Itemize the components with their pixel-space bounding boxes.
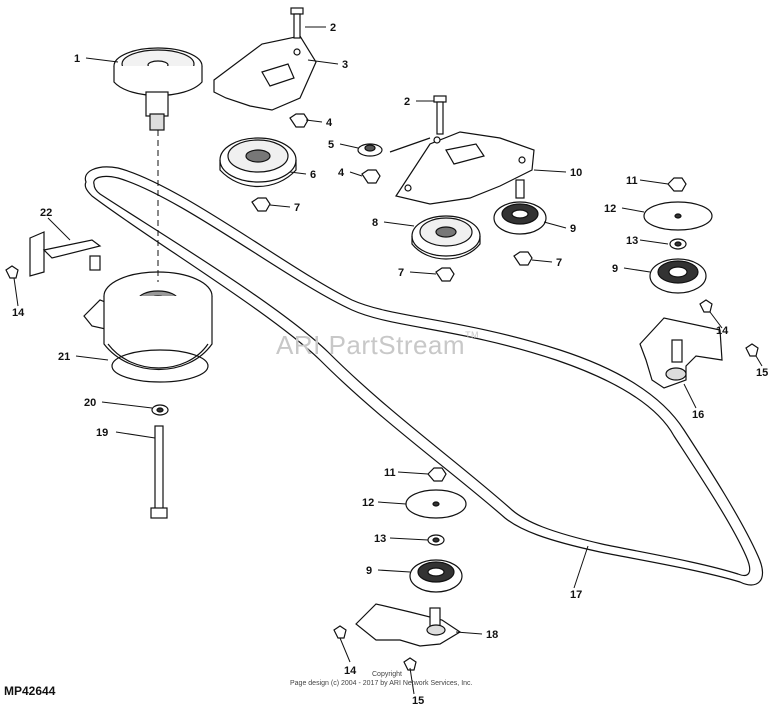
flange-nut-middle[interactable] (435, 267, 455, 282)
callout-2: 2 (404, 96, 410, 108)
pulley-bracket-right[interactable] (639, 317, 723, 389)
washer-left[interactable] (151, 404, 169, 416)
bolt-bottom[interactable] (333, 625, 347, 639)
clutch-bolt[interactable] (150, 425, 168, 519)
callout-18: 18 (486, 629, 498, 641)
belt-guide-washer-bottom[interactable] (405, 489, 467, 519)
callout-9: 9 (570, 223, 576, 235)
pulley-bracket-bottom[interactable] (355, 603, 462, 647)
callout-21: 21 (58, 351, 70, 363)
leader-lines (13, 26, 763, 695)
belt-guide-washer-right[interactable] (643, 201, 713, 231)
diagram-id: MP42644 (4, 684, 56, 698)
bolt-right[interactable] (699, 299, 713, 313)
callout-6: 6 (310, 169, 316, 181)
v-idler-pulley-upper[interactable] (493, 179, 547, 235)
flange-nut-right[interactable] (513, 251, 533, 266)
bolt-middle[interactable] (433, 95, 447, 135)
clutch-bracket[interactable] (29, 231, 102, 277)
callout-14: 14 (12, 307, 25, 319)
callout-15: 15 (412, 695, 424, 707)
bolt-upper[interactable] (290, 7, 304, 39)
copyright-line-1: Copyright (372, 671, 402, 678)
nut-upper[interactable] (289, 113, 309, 128)
callout-7: 7 (294, 202, 300, 214)
callout-16: 16 (692, 409, 704, 421)
callout-3: 3 (342, 59, 348, 71)
callout-17: 17 (570, 589, 582, 601)
callout-7: 7 (398, 267, 404, 279)
callout-8: 8 (372, 217, 378, 229)
callout-13: 13 (626, 235, 638, 247)
callout-5: 5 (328, 139, 334, 151)
electric-clutch[interactable] (83, 271, 213, 383)
flat-idler-pulley[interactable] (219, 137, 297, 188)
spacer-bottom[interactable] (427, 534, 445, 546)
callout-4: 4 (326, 117, 333, 129)
copyright-notice: Copyright Page design (c) 2004 - 2017 by… (290, 670, 500, 688)
callout-11: 11 (384, 467, 396, 479)
bushing[interactable] (357, 143, 383, 157)
nut-bottom-lower[interactable] (403, 657, 417, 671)
callout-2: 2 (330, 22, 336, 34)
bolt-left[interactable] (5, 265, 19, 279)
watermark-tm: TM (465, 330, 480, 340)
callout-22: 22 (40, 207, 52, 219)
callout-20: 20 (84, 397, 96, 409)
spacer-right[interactable] (669, 238, 687, 250)
drive-pulley[interactable] (113, 47, 203, 131)
callout-12: 12 (604, 203, 616, 215)
nut-middle[interactable] (361, 169, 381, 184)
v-idler-pulley-right[interactable] (649, 258, 707, 294)
callout-1: 1 (74, 53, 80, 65)
callout-12: 12 (362, 497, 374, 509)
callout-7: 7 (556, 257, 562, 269)
nut-right-lower[interactable] (745, 343, 759, 357)
callout-19: 19 (96, 427, 108, 439)
flat-idler-pulley-middle[interactable] (411, 215, 481, 260)
v-idler-pulley-bottom[interactable] (409, 559, 463, 593)
flange-nut-left[interactable] (251, 197, 271, 212)
callout-9: 9 (366, 565, 372, 577)
callout-14: 14 (344, 665, 357, 677)
nut-bottom-upper[interactable] (427, 467, 447, 482)
callout-13: 13 (374, 533, 386, 545)
watermark: ARI PartStreamTM (276, 330, 479, 361)
callout-15: 15 (756, 367, 768, 379)
pulley-bracket-upper[interactable] (213, 35, 317, 111)
callout-4: 4 (338, 167, 345, 179)
nut-right-upper[interactable] (667, 177, 687, 192)
callout-11: 11 (626, 175, 638, 187)
callout-14: 14 (716, 325, 729, 337)
drive-belt[interactable] (84, 166, 764, 586)
callout-10: 10 (570, 167, 582, 179)
copyright-line-2: Page design (c) 2004 - 2017 by ARI Netwo… (290, 680, 473, 687)
callout-labels: 1 2 3 4 6 7 2 5 4 10 8 9 7 7 11 12 13 9 … (12, 22, 768, 707)
idler-arm[interactable] (389, 131, 535, 205)
callout-9: 9 (612, 263, 618, 275)
watermark-text: ARI PartStream (276, 330, 466, 360)
